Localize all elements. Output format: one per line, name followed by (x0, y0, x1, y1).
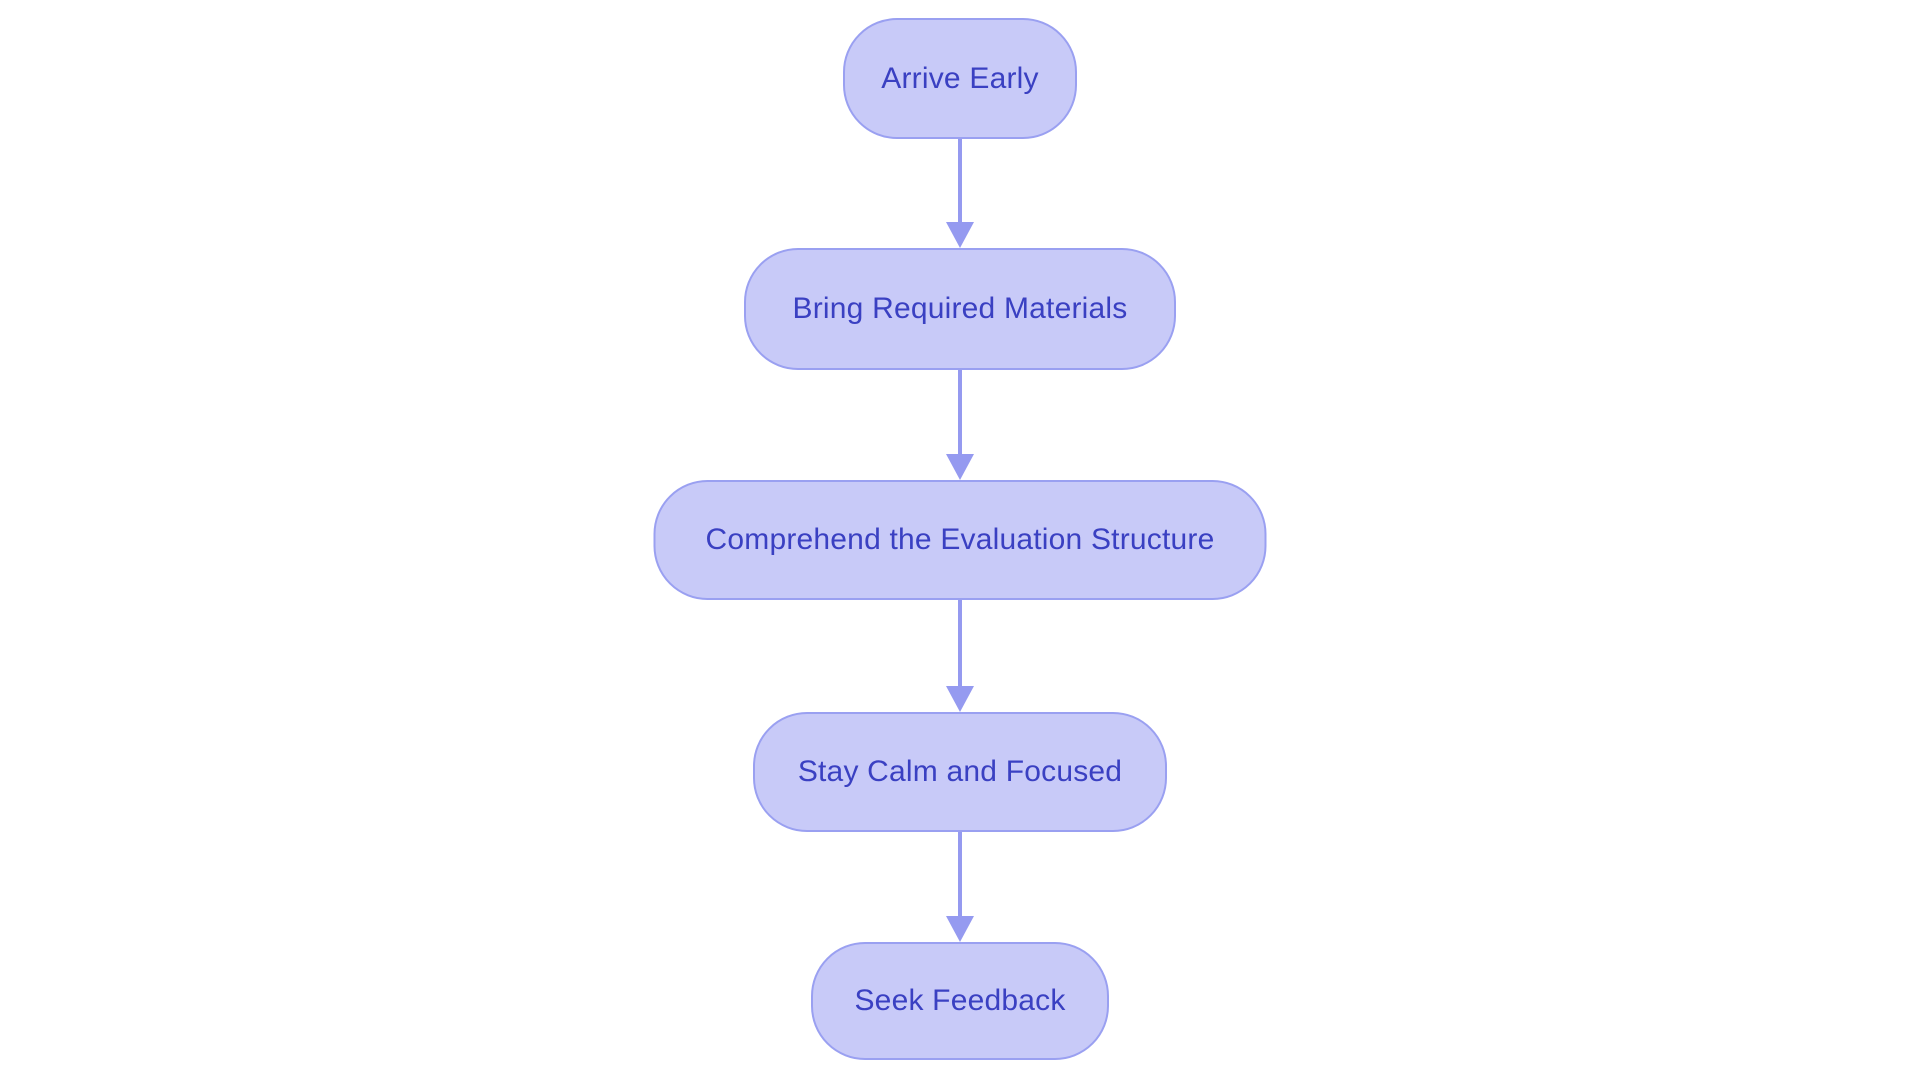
flow-edge-1 (946, 139, 974, 248)
flow-node-label: Seek Feedback (854, 984, 1066, 1017)
arrowhead (946, 222, 974, 248)
arrowhead (946, 454, 974, 480)
arrow-line (958, 139, 962, 222)
flow-node-comprehend-evaluation-structure: Comprehend the Evaluation Structure (653, 480, 1267, 600)
arrowhead (946, 916, 974, 942)
flow-node-label: Bring Required Materials (792, 292, 1128, 325)
arrow-line (958, 832, 962, 916)
arrow-line (958, 600, 962, 686)
flow-node-stay-calm-and-focused: Stay Calm and Focused (753, 712, 1167, 832)
flow-edge-3 (946, 600, 974, 712)
flow-edge-2 (946, 370, 974, 480)
flow-node-bring-required-materials: Bring Required Materials (744, 248, 1176, 370)
flow-node-seek-feedback: Seek Feedback (811, 942, 1109, 1060)
flow-node-label: Arrive Early (881, 61, 1039, 95)
arrow-line (958, 370, 962, 454)
flow-node-arrive-early: Arrive Early (843, 18, 1077, 139)
flow-node-label: Stay Calm and Focused (797, 755, 1123, 788)
flow-node-label: Comprehend the Evaluation Structure (705, 523, 1215, 556)
arrowhead (946, 686, 974, 712)
flow-edge-4 (946, 832, 974, 942)
